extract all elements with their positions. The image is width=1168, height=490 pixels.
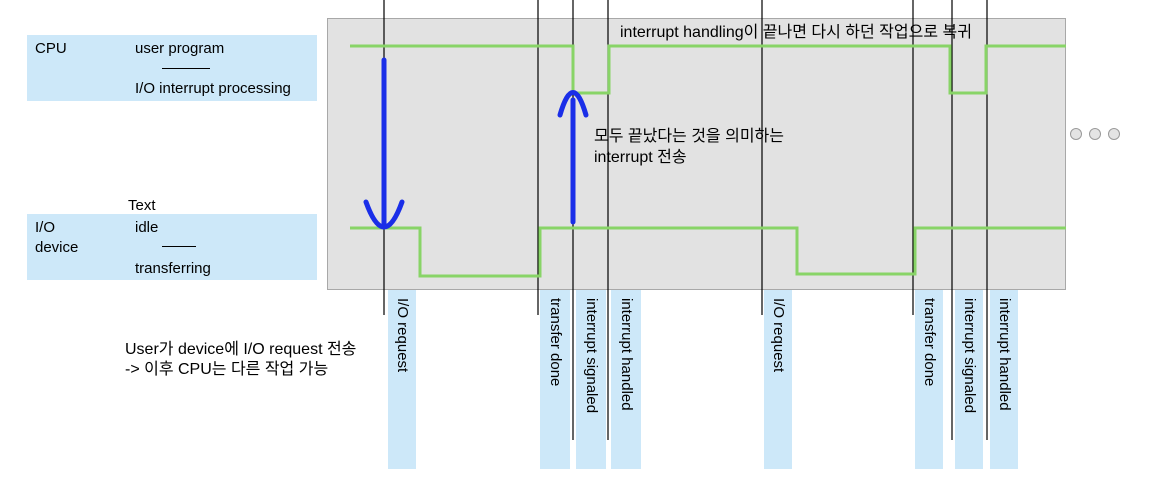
event-label: interrupt handled xyxy=(996,298,1013,411)
io-request-arrow xyxy=(363,57,405,230)
event-tag-transfer-done-2: transfer done xyxy=(915,290,943,469)
interrupt-signal-arrow xyxy=(557,90,589,225)
event-tag-interrupt-signaled-2: interrupt signaled xyxy=(955,290,983,469)
io-legend-divider xyxy=(162,246,196,247)
cpu-legend-divider xyxy=(162,68,210,69)
event-tag-io-request-1: I/O request xyxy=(388,290,416,469)
io-state-transferring: transferring xyxy=(135,260,211,277)
event-label: interrupt signaled xyxy=(583,298,600,414)
event-label: I/O request xyxy=(394,298,411,373)
event-tag-transfer-done-1: transfer done xyxy=(540,290,570,469)
cpu-state-io-interrupt: I/O interrupt processing xyxy=(135,80,291,97)
io-signal-line xyxy=(350,226,1066,278)
cpu-state-user-program: user program xyxy=(135,40,225,57)
dot xyxy=(1089,128,1101,140)
cpu-signal-line xyxy=(350,44,1066,95)
io-legend-panel xyxy=(27,214,317,280)
annotation-io-request-line1: User가 device에 I/O request 전송 xyxy=(125,341,357,358)
event-tag-interrupt-handled-1: interrupt handled xyxy=(611,290,641,469)
dot xyxy=(1108,128,1120,140)
annotation-interrupt-line2: interrupt 전송 xyxy=(594,149,687,166)
annotation-io-request-line2: -> 이후 CPU는 다른 작업 가능 xyxy=(125,361,329,378)
io-state-idle: idle xyxy=(135,219,159,236)
event-label: interrupt signaled xyxy=(961,298,978,414)
event-label: transfer done xyxy=(921,298,938,387)
text-label: Text xyxy=(128,197,156,214)
annotation-return-after-handling: interrupt handling이 끝나면 다시 하던 작업으로 복귀 xyxy=(620,24,972,41)
io-title-line2: device xyxy=(35,239,79,256)
timing-chart-area xyxy=(327,18,1066,290)
dot xyxy=(1070,128,1082,140)
event-tag-interrupt-handled-2: interrupt handled xyxy=(990,290,1018,469)
cpu-title: CPU xyxy=(35,40,67,57)
event-label: I/O request xyxy=(770,298,787,373)
event-label: interrupt handled xyxy=(618,298,635,411)
event-tag-interrupt-signaled-1: interrupt signaled xyxy=(576,290,606,469)
io-title-line1: I/O xyxy=(35,219,56,236)
event-tag-io-request-2: I/O request xyxy=(764,290,792,469)
more-dots-icon[interactable] xyxy=(1070,128,1120,140)
event-label: transfer done xyxy=(547,298,564,387)
annotation-interrupt-line1: 모두 끝났다는 것을 의미하는 xyxy=(594,128,784,145)
event-marker-lines xyxy=(383,0,988,440)
